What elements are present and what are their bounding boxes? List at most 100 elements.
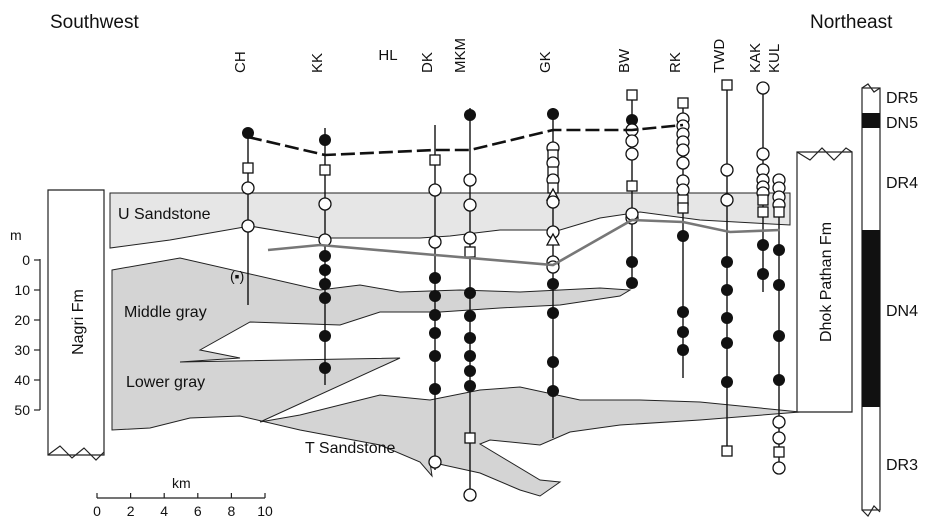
- indeterminate-site: [430, 155, 440, 165]
- normal-polarity-site: [319, 134, 331, 146]
- zone-dn5: DN5: [886, 115, 918, 132]
- zone-dr3: DR3: [886, 457, 918, 474]
- lower-gray-label: Lower gray: [126, 374, 205, 391]
- normal-polarity-site: [319, 330, 331, 342]
- normal-polarity-site: [773, 244, 785, 256]
- km-tick-label: 10: [257, 503, 273, 519]
- section-column: [677, 98, 689, 378]
- zone-dn4: DN4: [886, 303, 918, 320]
- normal-polarity-site: [773, 279, 785, 291]
- km-tick-label: 0: [93, 503, 101, 519]
- depth-tick-label: 10: [14, 282, 30, 298]
- site-label-gk: GK: [537, 51, 554, 73]
- magnetostratigraphy-column: DR5 DN5 DR4 DN4 DR3: [862, 84, 918, 516]
- normal-polarity-site: [319, 264, 331, 276]
- normal-polarity-site: [464, 332, 476, 344]
- normal-polarity-site: [677, 326, 689, 338]
- normal-polarity-site: [721, 256, 733, 268]
- reversed-polarity-site: [242, 182, 254, 194]
- zone-dr4: DR4: [886, 175, 918, 192]
- indeterminate-site: [722, 446, 732, 456]
- indeterminate-site: [320, 165, 330, 175]
- indeterminate-site: [758, 207, 768, 217]
- southwest-label: Southwest: [50, 12, 139, 33]
- t-sandstone-label: T Sandstone: [305, 440, 396, 457]
- depth-unit: m: [10, 227, 22, 243]
- normal-polarity-site: [721, 337, 733, 349]
- normal-polarity-site: [547, 307, 559, 319]
- indeterminate-site: [627, 90, 637, 100]
- depth-tick-label: 0: [22, 252, 30, 268]
- normal-polarity-site: [319, 278, 331, 290]
- middle-gray-label: Middle gray: [124, 304, 207, 321]
- indeterminate-site: [465, 433, 475, 443]
- dhok-pathan-fm-box: Dhok Pathan Fm: [797, 148, 852, 412]
- reversed-polarity-site: [757, 148, 769, 160]
- km-tick-label: 8: [228, 503, 236, 519]
- normal-polarity-site: [429, 327, 441, 339]
- normal-polarity-site: [677, 230, 689, 242]
- reversed-polarity-site: [464, 489, 476, 501]
- normal-polarity-site: [464, 365, 476, 377]
- depth-tick-label: 50: [14, 402, 30, 418]
- normal-polarity-site: [319, 250, 331, 262]
- indeterminate-site: [758, 195, 768, 205]
- normal-polarity-site: [721, 284, 733, 296]
- normal-polarity-site: [429, 350, 441, 362]
- reversed-polarity-site: [429, 456, 441, 468]
- reversed-polarity-site: [773, 432, 785, 444]
- depth-tick-label: 30: [14, 342, 30, 358]
- normal-polarity-site: [677, 344, 689, 356]
- site-label-bw: BW: [616, 48, 633, 73]
- indeterminate-site: [465, 247, 475, 257]
- normal-polarity-site: [429, 272, 441, 284]
- depth-tick-label: 20: [14, 312, 30, 328]
- normal-polarity-site: [319, 362, 331, 374]
- section-column: [626, 90, 638, 289]
- normal-polarity-site: [547, 108, 559, 120]
- km-tick-label: 2: [127, 503, 135, 519]
- reversed-polarity-site: [773, 416, 785, 428]
- normal-polarity-site: [429, 290, 441, 302]
- reversed-polarity-site: [677, 157, 689, 169]
- normal-polarity-site: [547, 385, 559, 397]
- dhok-pathan-fm-label: Dhok Pathan Fm: [818, 222, 835, 342]
- normal-polarity-site: [626, 256, 638, 268]
- indeterminate-site: [627, 181, 637, 191]
- reversed-polarity-site: [677, 144, 689, 156]
- reversed-polarity-site: [626, 208, 638, 220]
- reversed-polarity-site: [773, 462, 785, 474]
- site-label-rk: RK: [667, 52, 684, 73]
- section-column: [547, 108, 559, 438]
- reversed-polarity-site: [757, 82, 769, 94]
- normal-polarity-site: [677, 306, 689, 318]
- section-column: [319, 128, 331, 385]
- reversed-polarity-site: [547, 196, 559, 208]
- indeterminate-site: [722, 80, 732, 90]
- nagri-fm-label: Nagri Fm: [70, 289, 87, 355]
- reversed-polarity-site: [626, 135, 638, 147]
- km-unit: km: [172, 475, 191, 491]
- site-label-twd: TWD: [711, 39, 728, 73]
- middle-gray-unit: [112, 258, 800, 496]
- km-tick-label: 4: [160, 503, 168, 519]
- reversed-polarity-site: [464, 199, 476, 211]
- nagri-fm-box: Nagri Fm: [48, 190, 104, 460]
- reversed-polarity-site: [429, 236, 441, 248]
- site-label-hl: HL: [378, 47, 397, 64]
- indeterminate-site: [774, 447, 784, 457]
- indeterminate-site: [678, 98, 688, 108]
- normal-polarity-site: [547, 278, 559, 290]
- normal-polarity-site: [429, 383, 441, 395]
- site-label-kak: KAK: [747, 43, 764, 73]
- reversed-polarity-site: [429, 184, 441, 196]
- northeast-label: Northeast: [810, 12, 893, 33]
- reversed-polarity-site: [721, 194, 733, 206]
- normal-polarity-site: [547, 356, 559, 368]
- section-column: [721, 80, 733, 456]
- normal-polarity-site: [721, 376, 733, 388]
- reversed-polarity-site: [677, 184, 689, 196]
- reversed-polarity-site: [626, 148, 638, 160]
